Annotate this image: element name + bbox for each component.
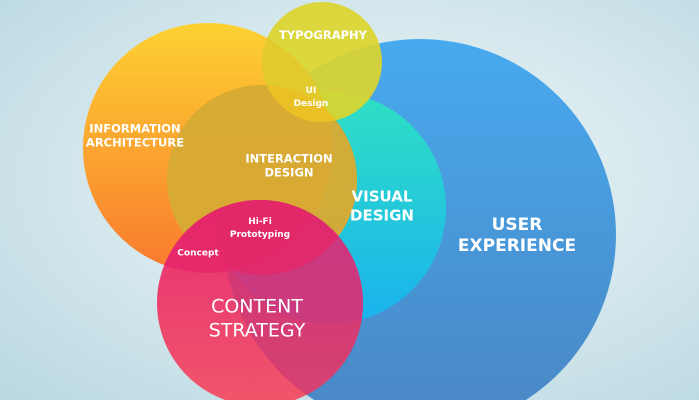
- hifi-line2: Prototyping: [229, 230, 291, 240]
- label-content-strategy: CONTENT STRATEGY: [209, 295, 306, 343]
- content-line1: CONTENT: [211, 295, 303, 318]
- label-typography: TYPOGRAPHY: [279, 28, 367, 42]
- label-interaction-design: INTERACTION DESIGN: [245, 152, 332, 181]
- label-information-architecture: INFORMATION ARCHITECTURE: [86, 122, 184, 151]
- info-arch-line2: ARCHITECTURE: [85, 136, 185, 150]
- label-visual-design: VISUAL DESIGN: [350, 187, 414, 225]
- label-hifi-prototyping: Hi-Fi Prototyping: [230, 216, 290, 242]
- label-ui-design: UI Design: [294, 85, 329, 111]
- visual-line2: DESIGN: [350, 206, 414, 224]
- label-concept: Concept: [177, 247, 218, 260]
- content-line2: STRATEGY: [208, 319, 306, 341]
- interaction-line2: DESIGN: [264, 166, 314, 180]
- hifi-line1: Hi-Fi: [248, 216, 272, 227]
- interaction-line1: INTERACTION: [245, 151, 333, 166]
- ui-design-line1: UI: [305, 85, 317, 96]
- ux-line2: EXPERIENCE: [457, 236, 577, 256]
- ux-line1: USER: [491, 214, 543, 235]
- concept-text: Concept: [177, 248, 219, 259]
- label-user-experience: USER EXPERIENCE: [458, 215, 576, 258]
- typography-text: TYPOGRAPHY: [279, 27, 367, 42]
- info-arch-line1: INFORMATION: [89, 121, 181, 136]
- visual-line1: VISUAL: [351, 187, 413, 206]
- ui-design-line2: Design: [293, 99, 329, 109]
